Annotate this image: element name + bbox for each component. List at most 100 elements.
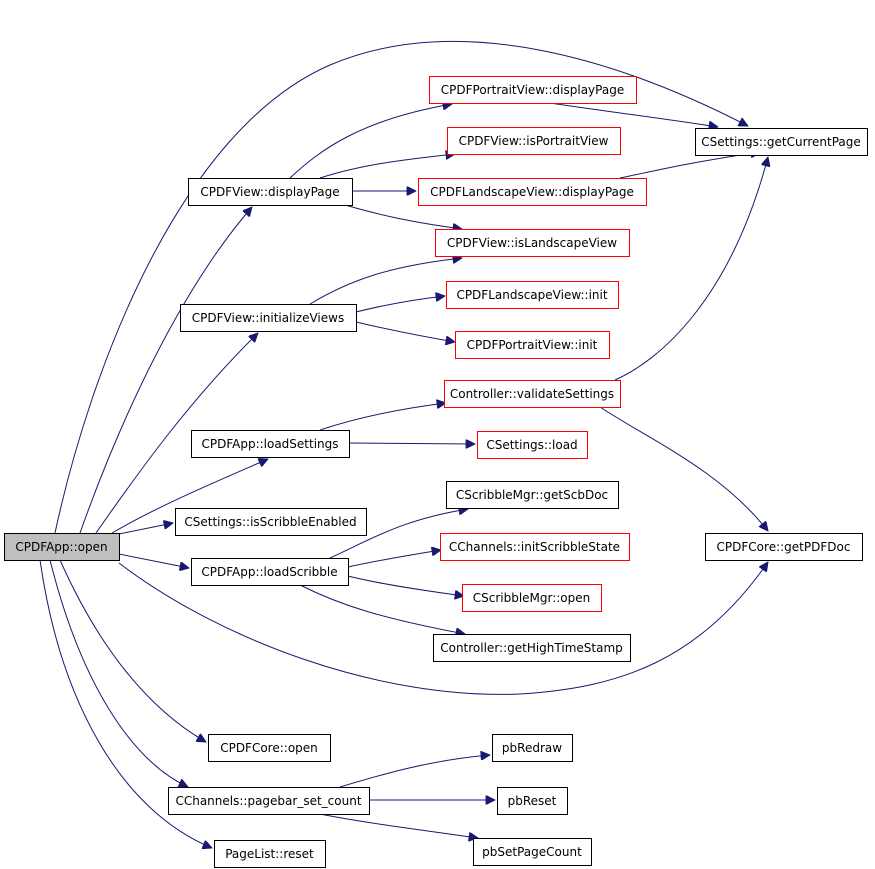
node-coreOpen[interactable]: CPDFCore::open xyxy=(208,734,331,762)
edge-open-to-getPDFDoc xyxy=(118,562,768,695)
node-label-getCurrentPage: CSettings::getCurrentPage xyxy=(701,135,861,149)
node-landscapeDisplay[interactable]: CPDFLandscapeView::displayPage xyxy=(418,178,647,206)
node-box-portraitDisplay[interactable] xyxy=(429,76,637,104)
node-portraitDisplay[interactable]: CPDFPortraitView::displayPage xyxy=(429,76,637,104)
node-box-loadScribble[interactable] xyxy=(191,558,349,586)
edge-loadScribble-to-highTimeStamp xyxy=(299,584,465,634)
node-isScribbleEnabled[interactable]: CSettings::isScribbleEnabled xyxy=(175,508,367,536)
node-label-initScribbleState: CChannels::initScribbleState xyxy=(449,540,620,554)
edge-displayPage-to-portraitDisplay xyxy=(289,104,452,179)
node-box-getPDFDoc[interactable] xyxy=(705,533,863,561)
node-label-settingsLoad: CSettings::load xyxy=(486,438,577,452)
node-label-getScbDoc: CScribbleMgr::getScbDoc xyxy=(456,488,608,502)
edge-open-to-isScribbleEnabled xyxy=(118,523,173,535)
node-label-pbRedraw: pbRedraw xyxy=(502,741,562,755)
edge-initializeViews-to-portraitInit xyxy=(355,321,455,342)
node-box-loadSettings[interactable] xyxy=(191,430,350,458)
edge-portraitDisplay-to-getCurrentPage xyxy=(549,102,718,127)
node-label-getPDFDoc: CPDFCore::getPDFDoc xyxy=(717,540,851,554)
edge-displayPage-to-isPortrait xyxy=(319,154,455,179)
edge-open-to-getCurrentPage xyxy=(54,41,748,534)
node-label-isPortrait: CPDFView::isPortraitView xyxy=(459,134,609,148)
node-label-pagebar: CChannels::pagebar_set_count xyxy=(175,794,361,808)
node-label-validateSettings: Controller::validateSettings xyxy=(450,387,614,401)
edge-open-to-coreOpen xyxy=(59,559,206,742)
node-open[interactable]: CPDFApp::open xyxy=(4,533,120,561)
node-box-coreOpen[interactable] xyxy=(208,734,331,762)
node-label-isScribbleEnabled: CSettings::isScribbleEnabled xyxy=(184,515,356,529)
node-label-loadScribble: CPDFApp::loadScribble xyxy=(201,565,337,579)
node-box-pageListReset[interactable] xyxy=(214,840,326,868)
edge-initializeViews-to-isLandscape xyxy=(309,258,462,305)
edge-loadScribble-to-initScribbleState xyxy=(347,550,441,568)
node-getCurrentPage[interactable]: CSettings::getCurrentPage xyxy=(695,128,868,156)
node-box-portraitInit[interactable] xyxy=(455,331,610,359)
node-label-loadSettings: CPDFApp::loadSettings xyxy=(201,437,338,451)
node-label-pageListReset: PageList::reset xyxy=(225,847,314,861)
node-label-landscapeDisplay: CPDFLandscapeView::displayPage xyxy=(430,185,634,199)
node-getPDFDoc[interactable]: CPDFCore::getPDFDoc xyxy=(705,533,863,561)
node-box-landscapeDisplay[interactable] xyxy=(418,178,647,206)
node-box-isPortrait[interactable] xyxy=(447,127,621,155)
edge-open-to-displayPage xyxy=(79,207,252,534)
node-box-displayPage[interactable] xyxy=(188,178,353,206)
edge-open-to-initializeViews xyxy=(95,333,258,534)
node-loadSettings[interactable]: CPDFApp::loadSettings xyxy=(191,430,350,458)
edge-open-to-loadScribble xyxy=(118,553,189,568)
node-box-pbReset[interactable] xyxy=(497,787,568,815)
node-label-displayPage: CPDFView::displayPage xyxy=(200,185,339,199)
edge-open-to-loadSettings xyxy=(111,459,268,534)
edge-loadScribble-to-getScbDoc xyxy=(329,509,468,559)
node-pagebar[interactable]: CChannels::pagebar_set_count xyxy=(168,787,370,815)
node-label-coreOpen: CPDFCore::open xyxy=(220,741,318,755)
edge-loadSettings-to-validateSettings xyxy=(319,403,446,431)
node-label-pbReset: pbReset xyxy=(508,794,557,808)
edge-loadSettings-to-settingsLoad xyxy=(348,443,475,444)
node-isLandscape[interactable]: CPDFView::isLandscapeView xyxy=(435,229,630,257)
node-box-initializeViews[interactable] xyxy=(180,304,357,332)
node-getScbDoc[interactable]: CScribbleMgr::getScbDoc xyxy=(446,481,619,509)
node-loadScribble[interactable]: CPDFApp::loadScribble xyxy=(191,558,349,586)
node-label-open: CPDFApp::open xyxy=(15,540,107,554)
edge-validateSettings-to-getCurrentPage xyxy=(614,157,768,381)
node-box-pbRedraw[interactable] xyxy=(492,734,573,762)
node-box-landscapeInit[interactable] xyxy=(446,281,619,309)
edges-layer xyxy=(39,41,768,848)
node-pageListReset[interactable]: PageList::reset xyxy=(214,840,326,868)
node-label-isLandscape: CPDFView::isLandscapeView xyxy=(447,236,617,250)
node-label-portraitInit: CPDFPortraitView::init xyxy=(467,338,598,352)
node-box-pagebar[interactable] xyxy=(168,787,370,815)
node-label-initializeViews: CPDFView::initializeViews xyxy=(192,311,344,325)
node-isPortrait[interactable]: CPDFView::isPortraitView xyxy=(447,127,621,155)
node-portraitInit[interactable]: CPDFPortraitView::init xyxy=(455,331,610,359)
node-initScribbleState[interactable]: CChannels::initScribbleState xyxy=(440,533,630,561)
node-box-settingsLoad[interactable] xyxy=(477,431,588,459)
nodes-layer: CPDFApp::openCPDFView::displayPageCPDFVi… xyxy=(4,76,868,868)
node-box-getScbDoc[interactable] xyxy=(446,481,619,509)
node-box-getCurrentPage[interactable] xyxy=(695,128,868,156)
node-displayPage[interactable]: CPDFView::displayPage xyxy=(188,178,353,206)
node-pbRedraw[interactable]: pbRedraw xyxy=(492,734,573,762)
edge-validateSettings-to-getPDFDoc xyxy=(599,406,768,531)
node-box-validateSettings[interactable] xyxy=(444,380,621,408)
node-box-open[interactable] xyxy=(4,533,120,561)
node-box-isScribbleEnabled[interactable] xyxy=(175,508,367,536)
node-box-scribbleOpen[interactable] xyxy=(462,584,602,612)
node-label-highTimeStamp: Controller::getHighTimeStamp xyxy=(440,641,623,655)
node-initializeViews[interactable]: CPDFView::initializeViews xyxy=(180,304,357,332)
node-validateSettings[interactable]: Controller::validateSettings xyxy=(444,380,621,408)
node-box-isLandscape[interactable] xyxy=(435,229,630,257)
node-pbSetPageCount[interactable]: pbSetPageCount xyxy=(473,838,592,866)
node-box-highTimeStamp[interactable] xyxy=(433,634,631,662)
edge-pagebar-to-pbSetPageCount xyxy=(319,813,478,838)
node-box-initScribbleState[interactable] xyxy=(440,533,630,561)
node-scribbleOpen[interactable]: CScribbleMgr::open xyxy=(462,584,602,612)
node-label-scribbleOpen: CScribbleMgr::open xyxy=(473,591,591,605)
edge-displayPage-to-isLandscape xyxy=(344,204,462,229)
node-highTimeStamp[interactable]: Controller::getHighTimeStamp xyxy=(433,634,631,662)
node-pbReset[interactable]: pbReset xyxy=(497,787,568,815)
node-box-pbSetPageCount[interactable] xyxy=(473,838,592,866)
node-landscapeInit[interactable]: CPDFLandscapeView::init xyxy=(446,281,619,309)
node-settingsLoad[interactable]: CSettings::load xyxy=(477,431,588,459)
